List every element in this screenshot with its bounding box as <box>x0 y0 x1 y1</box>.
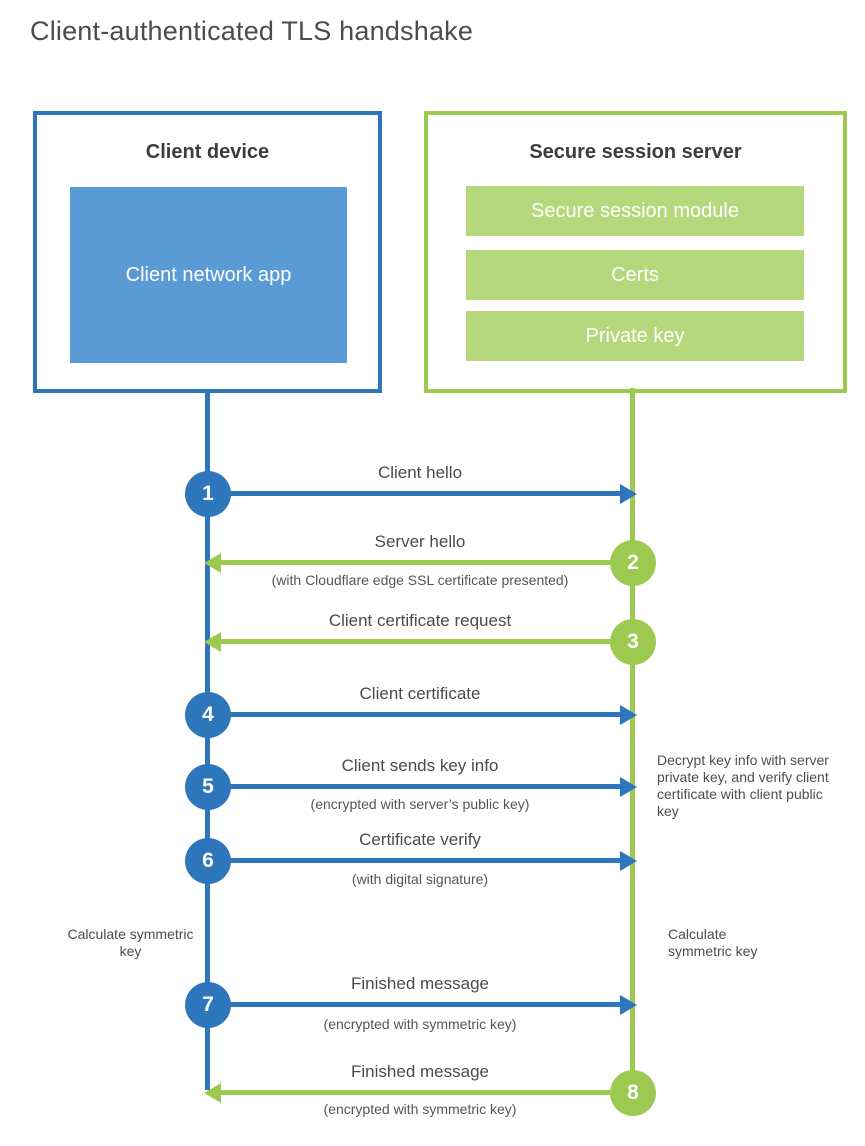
step-8-circle: 8 <box>610 1070 656 1116</box>
server-module-secure-session: Secure session module <box>466 186 804 236</box>
client-network-app-box: Client network app <box>70 187 347 363</box>
step-4-arrowhead-icon <box>620 705 637 725</box>
step-4-label: Client certificate <box>359 684 481 703</box>
step-4-arrow <box>229 712 620 717</box>
client-lifeline <box>205 389 210 1090</box>
step-8-arrowhead-icon <box>204 1083 221 1103</box>
step-7-arrowhead-icon <box>620 995 637 1015</box>
step-6-arrow <box>229 858 620 863</box>
step-3-arrowhead-icon <box>204 632 221 652</box>
step-8-label: Finished message <box>351 1062 489 1081</box>
step-1-arrow <box>229 491 620 496</box>
step-2-arrow <box>221 560 612 565</box>
step-2-arrowhead-icon <box>204 553 221 573</box>
step-7-circle: 7 <box>185 982 231 1028</box>
step-7-arrow <box>229 1002 620 1007</box>
calculate-symmetric-key-left: Calculate symmetric key <box>67 926 194 959</box>
calculate-symmetric-key-right: Calculate symmetric key <box>668 926 758 959</box>
server-lifeline <box>630 388 635 1095</box>
step-3-arrow <box>221 639 612 644</box>
step-5-arrowhead-icon <box>620 777 637 797</box>
step-5-sublabel: (encrypted with server’s public key) <box>310 796 530 812</box>
step-7-label: Finished message <box>351 974 489 993</box>
step-3-circle: 3 <box>610 619 656 665</box>
step-2-circle: 2 <box>610 540 656 586</box>
step-2-sublabel: (with Cloudflare edge SSL certificate pr… <box>271 572 569 588</box>
step-1-arrowhead-icon <box>620 484 637 504</box>
step-6-circle: 6 <box>185 838 231 884</box>
step-7-sublabel: (encrypted with symmetric key) <box>323 1016 517 1032</box>
step-1-circle: 1 <box>185 471 231 517</box>
server-title: Secure session server <box>529 141 742 163</box>
step-5-arrow <box>229 784 620 789</box>
server-module-certs: Certs <box>466 250 804 300</box>
step-6-label: Certificate verify <box>359 830 481 849</box>
step-8-arrow <box>221 1090 612 1095</box>
diagram-title: Client-authenticated TLS handshake <box>30 16 474 46</box>
step-6-arrowhead-icon <box>620 851 637 871</box>
step-4-circle: 4 <box>185 692 231 738</box>
step-5-label: Client sends key info <box>341 756 499 775</box>
step-3-label: Client certificate request <box>328 611 512 630</box>
client-device-title: Client device <box>145 141 270 163</box>
step-6-sublabel: (with digital signature) <box>351 871 489 887</box>
server-module-private-key: Private key <box>466 311 804 361</box>
step-1-label: Client hello <box>377 463 463 482</box>
step-2-label: Server hello <box>374 532 466 551</box>
decrypt-note: Decrypt key info with server private key… <box>657 752 829 819</box>
step-5-circle: 5 <box>185 764 231 810</box>
step-8-sublabel: (encrypted with symmetric key) <box>323 1101 517 1117</box>
